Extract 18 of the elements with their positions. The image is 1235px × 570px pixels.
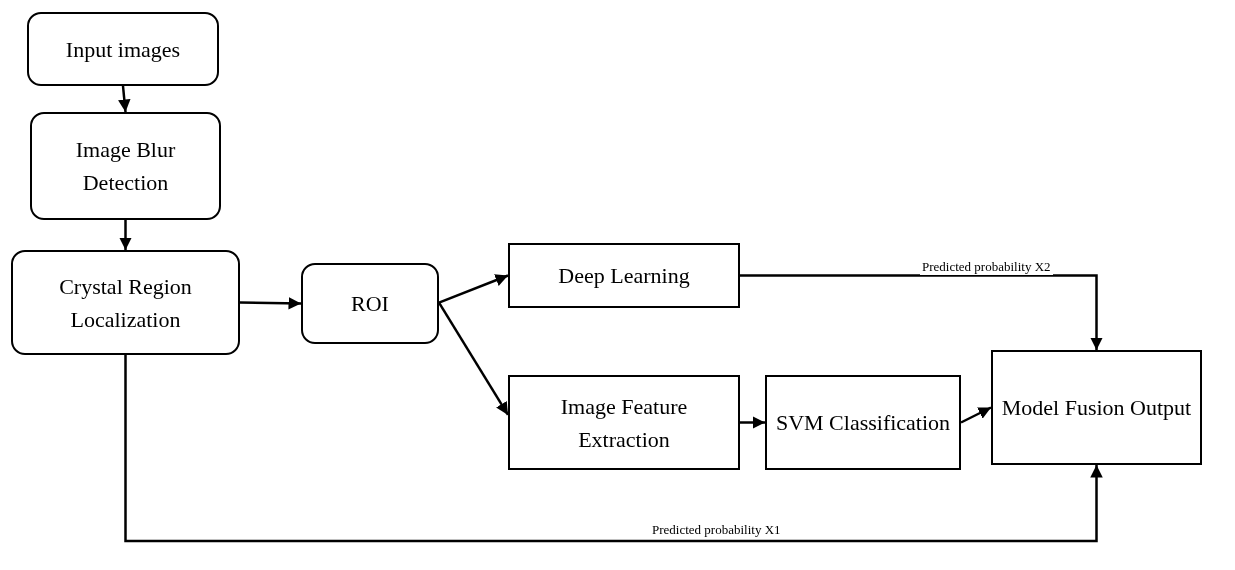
arrow: [437, 302, 510, 416]
arrow: [740, 416, 765, 429]
process-box: Model Fusion Output: [991, 350, 1202, 465]
arrow: [239, 297, 302, 310]
arrow: [119, 220, 132, 250]
arrow: [118, 85, 131, 113]
process-box: Deep Learning: [508, 243, 740, 308]
arrow: [438, 274, 509, 304]
rounded-process-box: Crystal Region Localization: [11, 250, 240, 355]
process-box: SVM Classification: [765, 375, 961, 470]
arrow: [960, 406, 992, 424]
edge-label: Predicted probability X1: [650, 522, 783, 538]
rounded-process-box: Image Blur Detection: [30, 112, 221, 220]
rounded-process-box: Input images: [27, 12, 219, 86]
arrow: [740, 274, 1103, 350]
rounded-process-box: ROI: [301, 263, 439, 344]
process-box: Image Feature Extraction: [508, 375, 740, 470]
arrow: [124, 355, 1103, 543]
